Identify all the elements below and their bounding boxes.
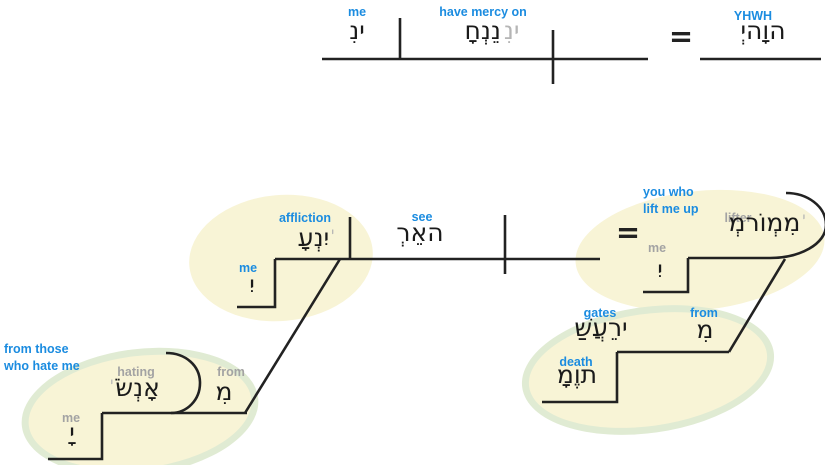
gloss-from-death: from [690,306,718,320]
predicate-suffix-step [643,258,690,294]
word-hating[interactable]: ישֹׂנְאָ [110,373,160,402]
gloss-from-those-line1: from those [4,342,69,356]
word-affliction[interactable]: עָנְיִי [297,223,335,252]
death-phrase-diagonal [727,258,787,353]
word-lifter[interactable]: מְרוֹמְמִי [728,208,806,237]
predicate-baseline-and-arc [688,191,825,260]
equals-sign-top: = [668,19,694,53]
word-from-hate[interactable]: מִ [215,377,233,406]
gloss-yhwh: YHWH [733,9,773,23]
gloss-gates: gates [583,306,617,320]
object-suffix-step [237,259,277,309]
word-see[interactable]: רְאֵה [396,218,444,247]
word-object-suffix-top[interactable]: נִי [349,16,365,45]
gloss-me-hate: me [61,411,81,425]
gloss-me-affliction: me [238,261,258,275]
gloss-death: death [559,355,593,369]
gloss-me-top: me [347,5,367,19]
word-me-lifter[interactable]: יִ [657,255,663,284]
hate-phrase-diagonal [243,258,342,414]
word-death[interactable]: מָוֶת [556,360,598,389]
gloss-me-lifter: me [647,241,667,255]
participle-arc [165,351,202,415]
word-gates[interactable]: שַׁעֲרֵי [574,313,628,342]
gloss-affliction: affliction [278,211,332,225]
word-from-death[interactable]: מִ [696,315,714,344]
word-have-mercy-on[interactable]: חָנְנֵנִי [464,16,520,45]
gloss-see: see [411,210,433,224]
gloss-from-hate: from [217,365,245,379]
gloss-you-who-lift-line2: lift me up [643,202,699,216]
word-me-affliction[interactable]: יִ [249,270,255,299]
gloss-you-who-lift-line1: you who [643,185,694,199]
gloss-lifter: lifter [724,211,752,225]
equals-sign-main: = [615,215,641,249]
gloss-from-those-line2: who hate me [4,359,80,373]
hate-suffix-step [48,413,104,461]
death-step [542,352,619,404]
gloss-have-mercy-on: have mercy on [439,5,527,19]
word-me-hate[interactable]: יָ [69,418,75,447]
word-yhwh[interactable]: יְהוָה [740,16,786,45]
gloss-hating: hating [117,365,155,379]
